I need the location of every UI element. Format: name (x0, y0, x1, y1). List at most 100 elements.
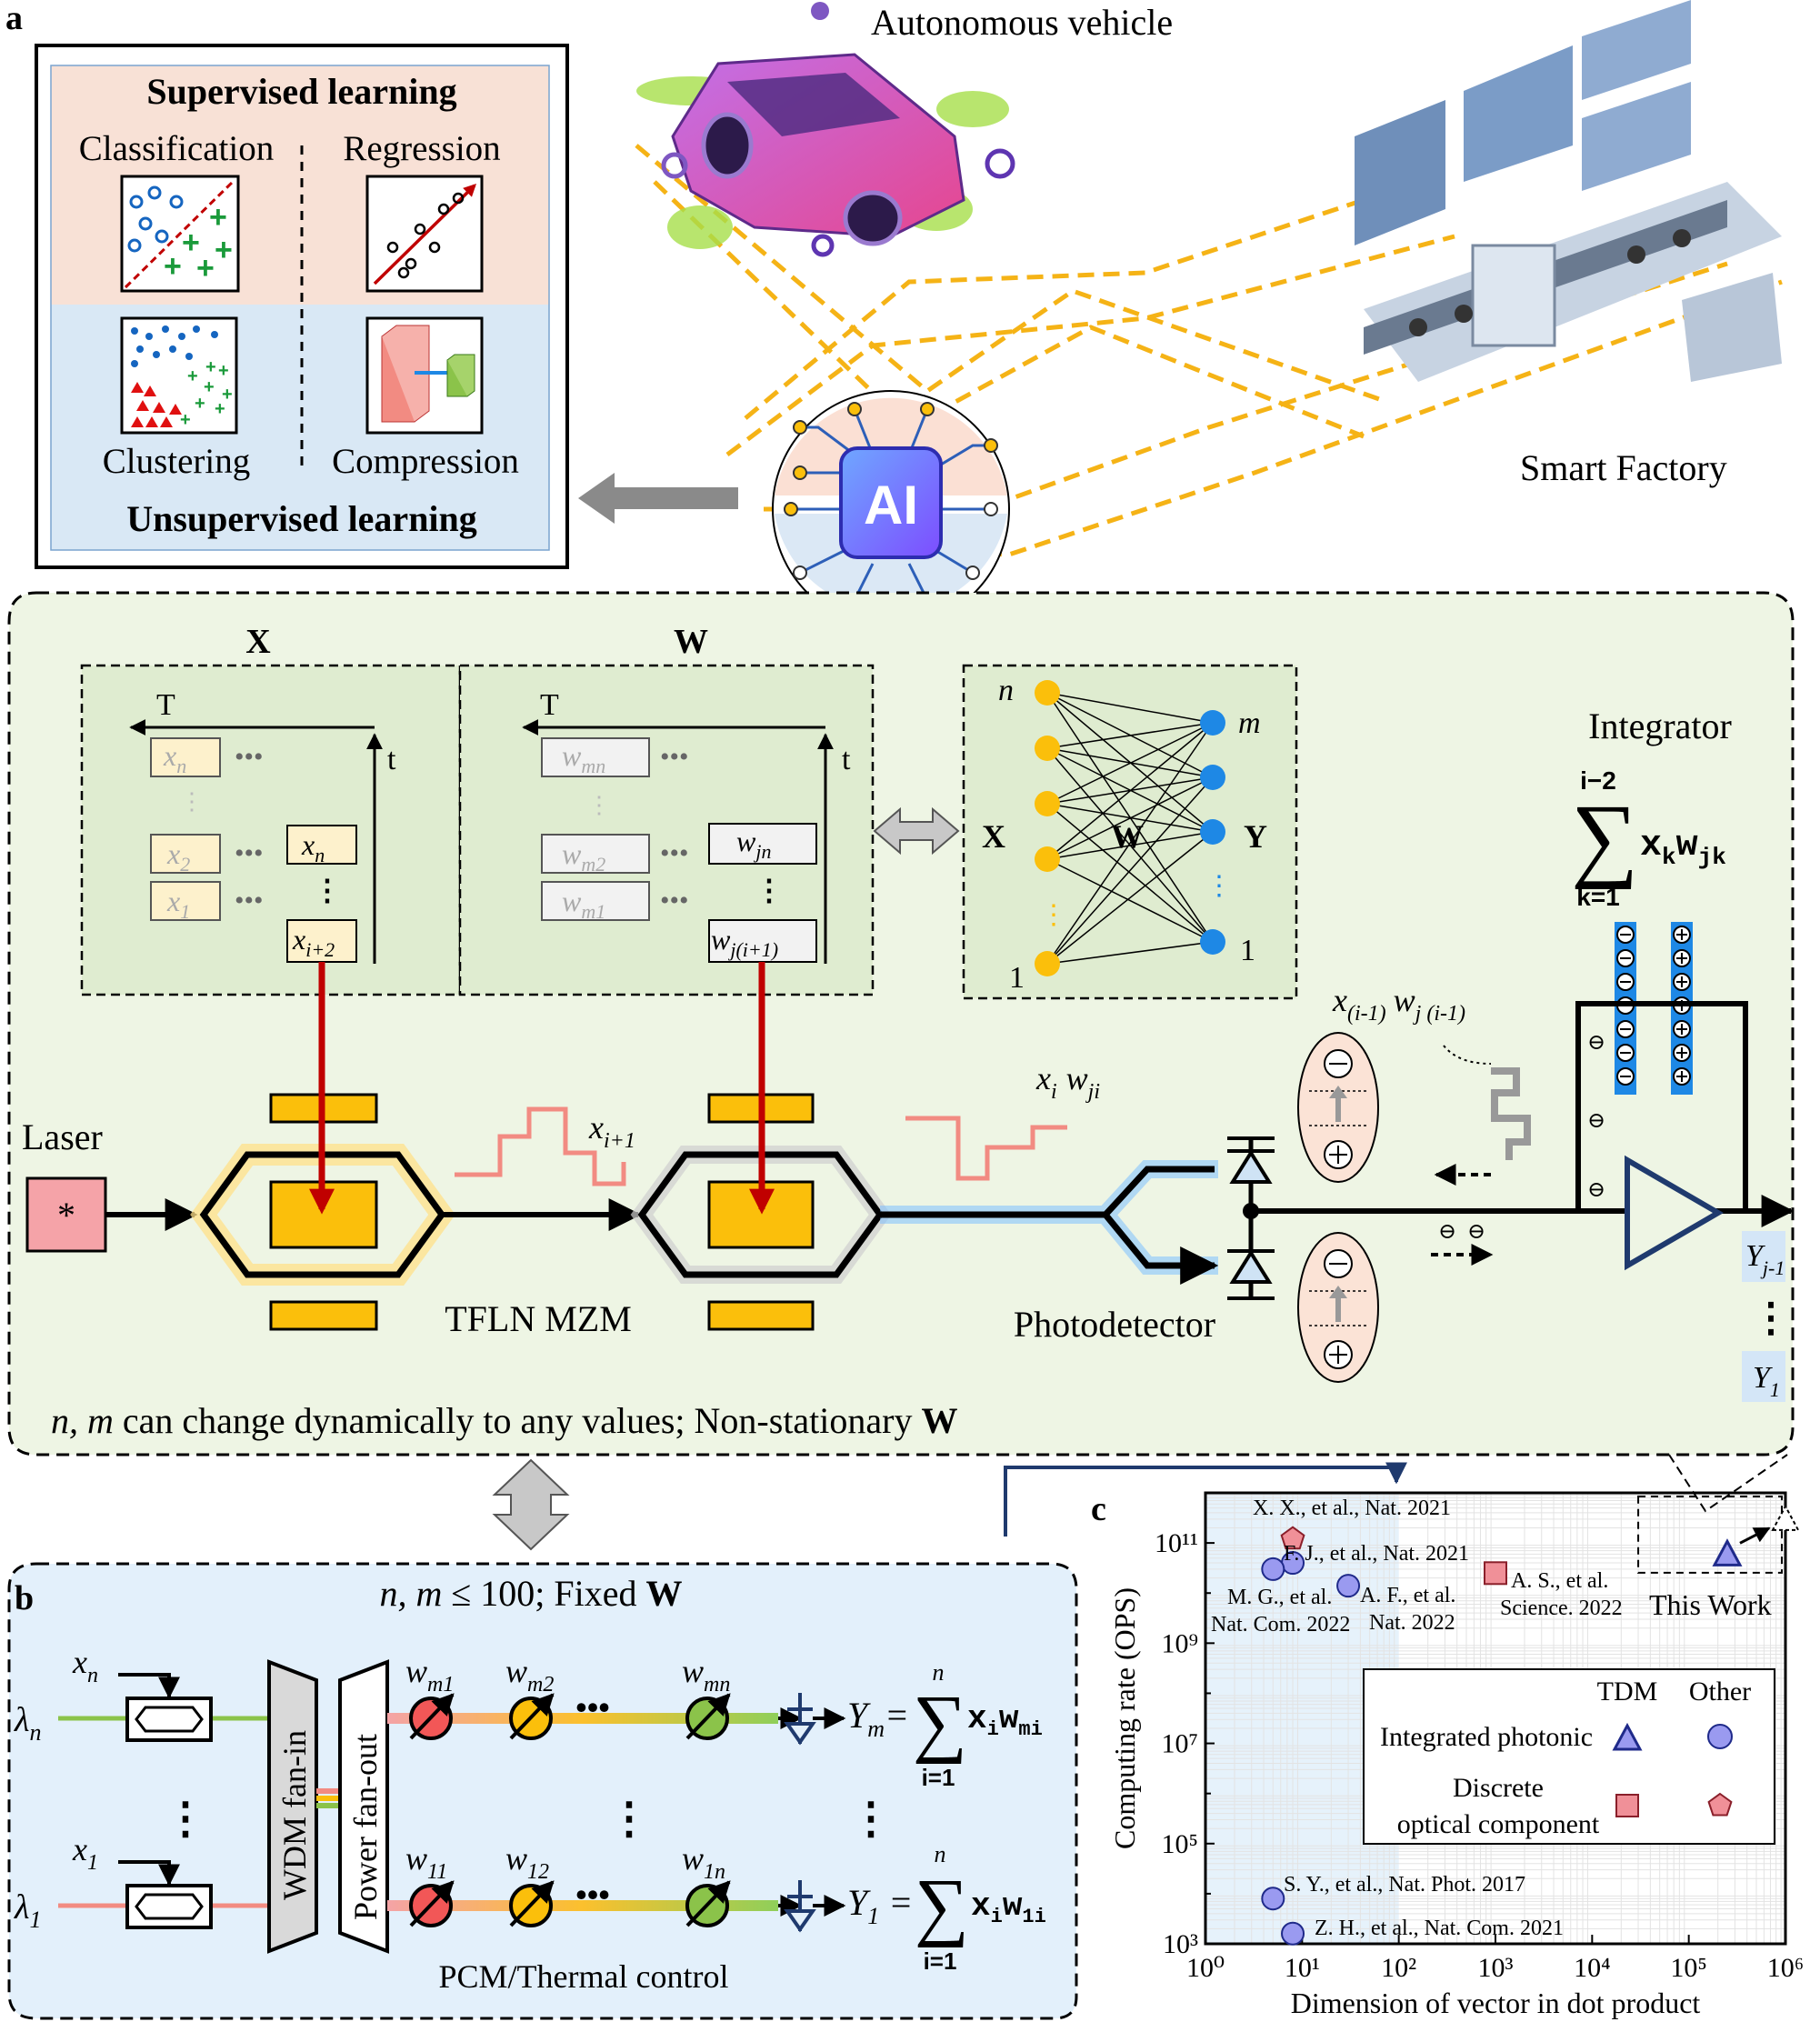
panel-b-title: n, m ≤ 100; Fixed W (379, 1573, 682, 1614)
svg-text:+: + (205, 357, 216, 377)
integrator-sum-lower: k=1 (1576, 883, 1620, 911)
chart-legend (1363, 1668, 1775, 1845)
output-y1: Y1 (1753, 1361, 1780, 1401)
y-tick-label: 10⁷ (1162, 1729, 1198, 1759)
nn-x-label: X (982, 818, 1005, 855)
data-point (1261, 1557, 1285, 1581)
photodetector-pair (1227, 1136, 1275, 1300)
svg-text:+: + (222, 385, 233, 405)
compression-icon (365, 316, 484, 435)
svg-text:+: + (209, 200, 227, 235)
ai-to-ml-arrow (578, 473, 738, 524)
integrator-term-w: w (1676, 826, 1698, 866)
laser-symbol: * (57, 1195, 75, 1236)
xw-nn-double-arrow (873, 806, 960, 856)
a-to-c-connector (1004, 1462, 1407, 1537)
svg-text:+: + (164, 249, 182, 284)
x-axis-label: Dimension of vector in dot product (1291, 1987, 1701, 2019)
regression-icon (365, 175, 484, 293)
legend-marker-pentagon (1707, 1792, 1733, 1817)
regression-label: Regression (343, 129, 500, 168)
laser-label: Laser (22, 1116, 103, 1157)
integrator-label: Integrator (1588, 706, 1732, 746)
x-matrix-title: X (245, 623, 270, 661)
y-tick-label: 10⁵ (1162, 1829, 1198, 1859)
panel-label-c: c (1091, 1490, 1106, 1528)
legend-marker-square (1615, 1794, 1639, 1817)
w-time-cap: T (540, 688, 559, 722)
x-tick-label: 10³ (1478, 1953, 1514, 1983)
output-values: Yj-1 ⋮ Y1 (1742, 1231, 1791, 1402)
data-point (1261, 1887, 1285, 1911)
svg-text:⊖: ⊖ (1587, 1031, 1605, 1055)
svg-text:∑: ∑ (1571, 786, 1638, 890)
svg-text:⊖: ⊖ (1438, 1220, 1456, 1244)
rainbow-bus (316, 1788, 340, 1808)
supervised-title: Supervised learning (146, 71, 456, 112)
signal-waveforms (455, 1106, 1067, 1186)
nn-m-label: m (1238, 706, 1261, 740)
waveguide-split (880, 1166, 1215, 1266)
svg-text:•••: ••• (235, 886, 264, 916)
nn-one-right: 1 (1240, 934, 1255, 967)
svg-text:n: n (935, 1841, 946, 1867)
svg-text:xiw1i: xiw1i (971, 1887, 1046, 1928)
svg-text:WDM fan-in: WDM fan-in (276, 1730, 313, 1900)
input-matrix-boxes: X W T t xn ••• ⋮ x2 ••• x1 ••• xn ⋮ xi+2… (80, 623, 875, 996)
panel-b-output-bottom: Y1 = n ∑ i=1 xiw1i (847, 1841, 1046, 1975)
svg-text:•••: ••• (235, 838, 264, 868)
integrator-term-x: x (1640, 826, 1662, 866)
svg-text:•••: ••• (660, 886, 689, 916)
point-annotation: Nat. 2022 (1369, 1611, 1455, 1635)
legend-marker-circle (1707, 1724, 1733, 1749)
svg-text:⋮: ⋮ (164, 1795, 207, 1843)
integrator-term-w-sub: jk (1698, 844, 1726, 871)
photodiode-charge-ovals (1297, 1032, 1379, 1383)
panel-b-photodiodes (778, 1693, 846, 1933)
svg-text:+: + (196, 251, 215, 285)
svg-text:•••: ••• (660, 742, 689, 772)
classification-label: Classification (79, 129, 274, 168)
power-fan-out: Power fan-out (338, 1659, 389, 1954)
panel-b-output-top: Ym= n ∑ i=1 xiwmi (847, 1659, 1043, 1791)
output-yj: Yj-1 (1745, 1239, 1785, 1279)
point-annotation: A. S., et al. (1511, 1569, 1608, 1593)
y-tick-label: 10³ (1163, 1929, 1198, 1959)
integrator-term-x-sub: k (1662, 844, 1676, 871)
legend-discrete-row: Discrete (1453, 1773, 1544, 1803)
compression-label: Compression (332, 442, 519, 481)
svg-text:∑: ∑ (915, 1864, 969, 1948)
clustering-label: Clustering (103, 442, 251, 481)
this-work-box (1637, 1496, 1784, 1574)
point-annotation: A. F., et al. (1360, 1584, 1455, 1607)
autonomous-vehicle-illustration: Autonomous vehicle (636, 2, 1173, 257)
photodetector-label: Photodetector (1014, 1304, 1215, 1345)
x-n-input: xn (72, 1644, 98, 1687)
panel-a-caption: n, m can change dynamically to any value… (51, 1400, 957, 1441)
prev-charge-squiggle (1491, 1067, 1531, 1160)
svg-text:⊖: ⊖ (1587, 1109, 1605, 1133)
svg-text:•••: ••• (575, 1877, 610, 1913)
panel-b-modulators (118, 1673, 213, 1929)
svg-text:+: + (215, 399, 225, 419)
nn-w-label: W (1111, 818, 1144, 855)
legend-integrated-row: Integrated photonic (1380, 1722, 1593, 1752)
svg-text:⋮: ⋮ (180, 788, 204, 815)
integrator-formula: Integrator i−2 ∑ k=1 xkwjk (1571, 706, 1732, 911)
a-b-double-arrow (492, 1458, 570, 1551)
svg-text:⋮: ⋮ (1040, 900, 1067, 930)
point-annotation: M. G., et al. (1227, 1586, 1332, 1609)
svg-text:•••: ••• (575, 1689, 610, 1726)
svg-text:⋮: ⋮ (607, 1795, 651, 1843)
data-point (1712, 1538, 1743, 1567)
x-tick-label: 10⁴ (1574, 1953, 1610, 1983)
point-annotation: X. X., et al., Nat. 2021 (1253, 1496, 1451, 1520)
lambda-n: λn (14, 1701, 41, 1746)
svg-text:⋮: ⋮ (587, 792, 611, 818)
y-axis-label: Computing rate (OPS) (1108, 1587, 1141, 1849)
svg-text:Power fan-out: Power fan-out (347, 1734, 384, 1920)
legend-marker-triangle (1612, 1722, 1643, 1751)
nn-y-label: Y (1244, 818, 1267, 855)
